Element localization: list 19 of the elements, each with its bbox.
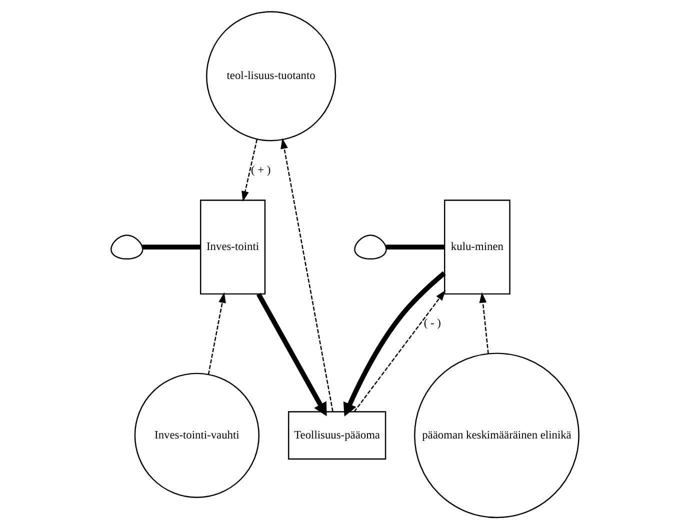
node-cloud: [110, 234, 143, 260]
node-box: Teollisuus-pääoma: [287, 411, 386, 460]
node-box: kulu-minen: [444, 200, 510, 295]
node-cloud: [354, 234, 386, 260]
arrow: [478, 292, 488, 354]
connector: [142, 244, 200, 250]
arrow: [280, 138, 333, 412]
arrow: [256, 292, 326, 416]
arrow: [241, 139, 258, 202]
arrow: [207, 292, 226, 375]
connector: [386, 244, 444, 250]
edge-label: ( + ): [250, 164, 270, 177]
edge-label: ( - ): [423, 318, 440, 330]
node-box: Inves-tointi: [199, 200, 266, 295]
node-circle: Inves-tointi-vauhti: [134, 372, 260, 498]
node-circle: pääoman keskimääräinen elinikä: [414, 352, 579, 518]
node-circle: teol-lisuus-tuotanto: [206, 11, 336, 142]
arrow: [353, 290, 446, 412]
arrow: [342, 271, 446, 416]
